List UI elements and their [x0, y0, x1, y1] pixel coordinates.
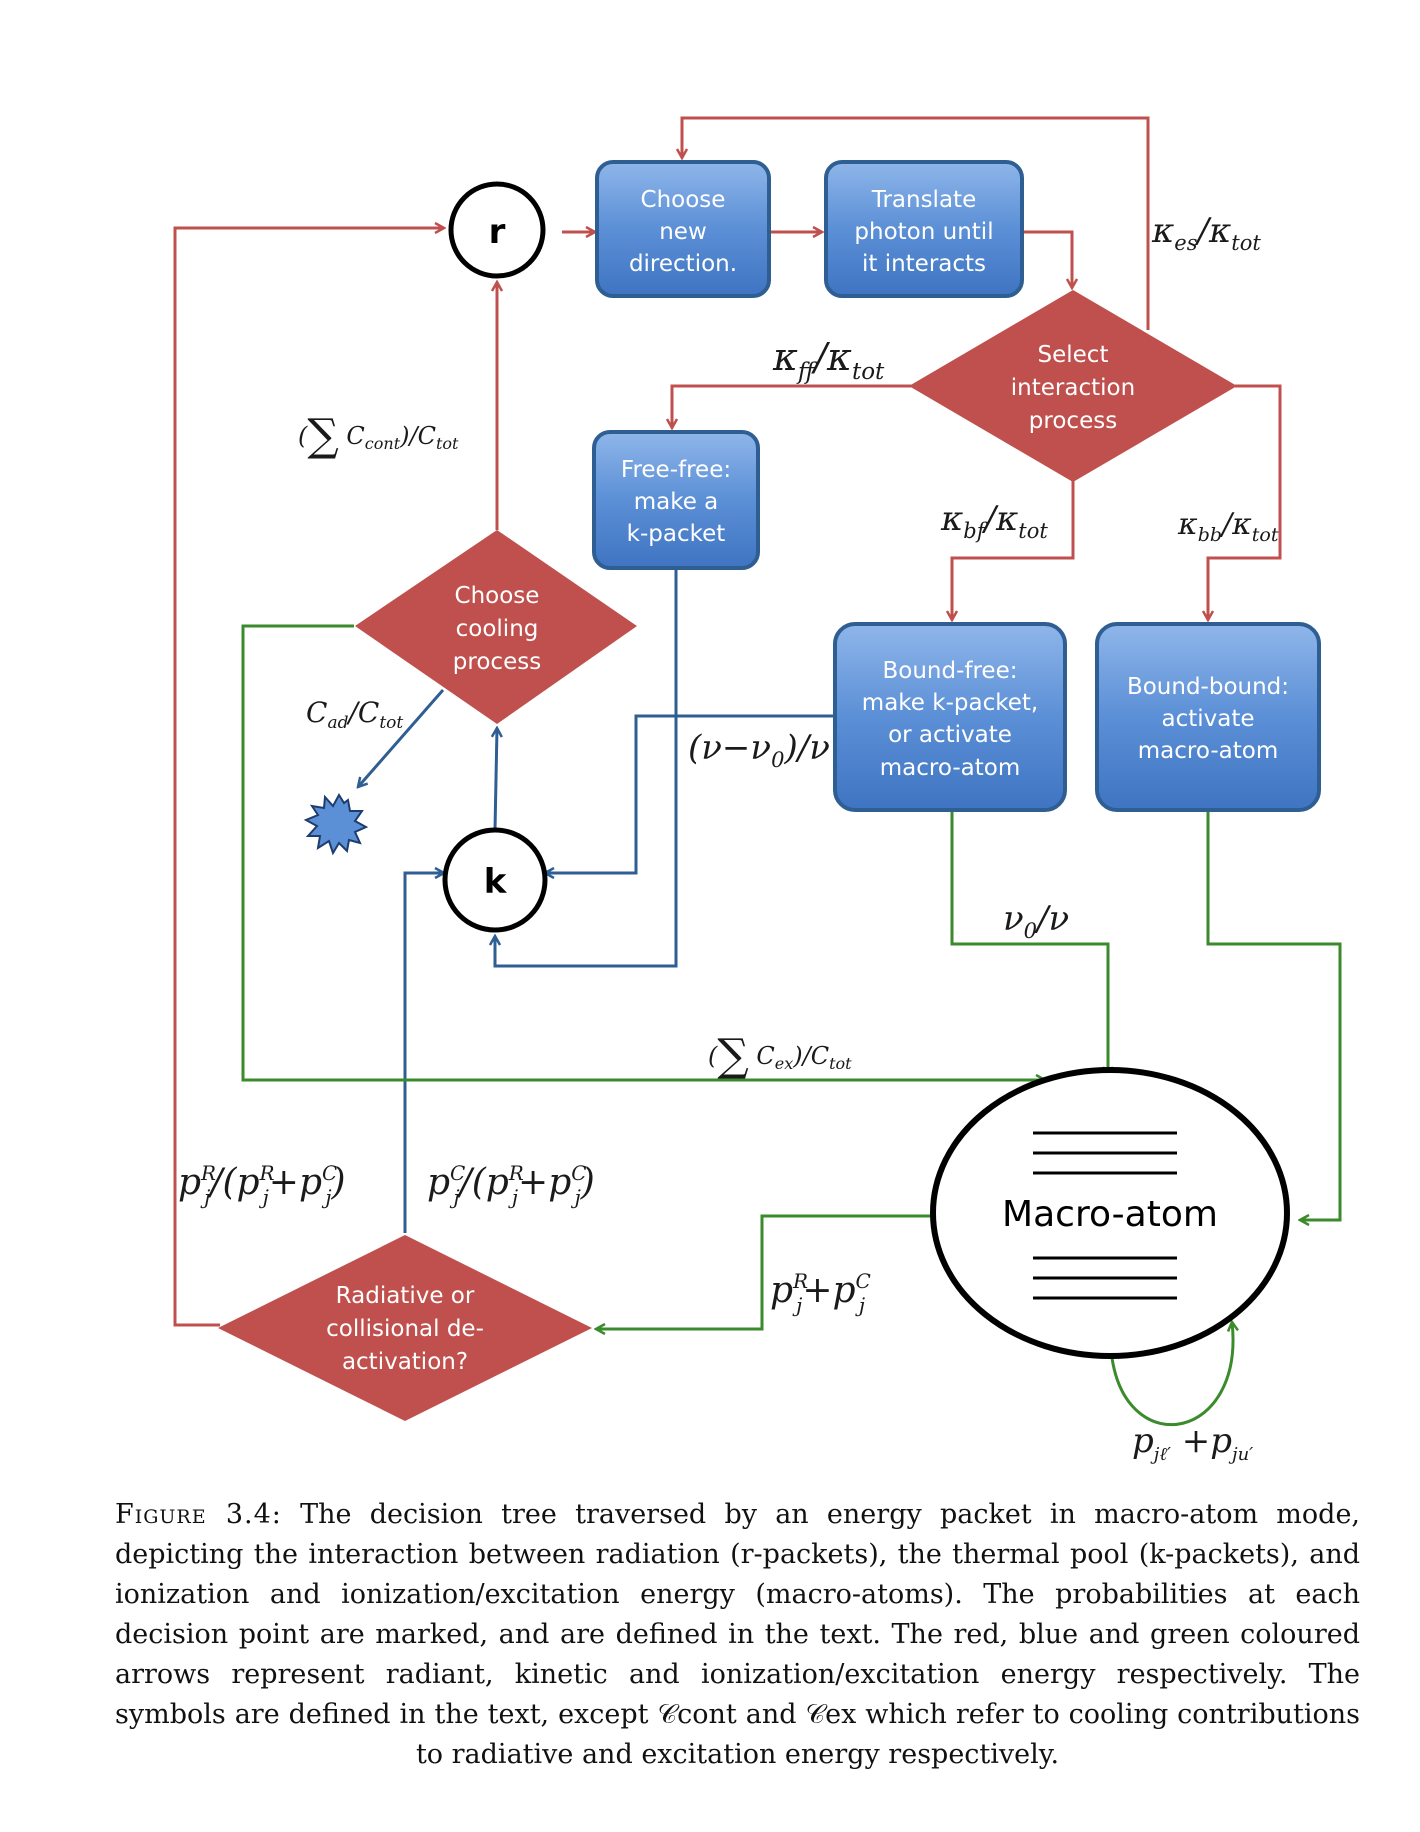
label-sum-ccont: (∑ Ccont)/Ctot	[298, 410, 459, 461]
adiabatic-loss-star-icon	[303, 793, 369, 856]
choose-direction-box: Choose new direction.	[595, 160, 771, 298]
label-kappa-es: κes/κtot	[1151, 211, 1261, 255]
radiative-collisional-line-3: activation?	[342, 1349, 468, 1375]
arrow-macro-atom-self-loop	[1110, 1322, 1233, 1427]
radiative-collisional-diamond: Radiative or collisional de- activation?	[218, 1235, 592, 1421]
arrow-select-to-bound-bound	[1208, 384, 1282, 620]
arrow-bound-bound-to-macro-atom	[1206, 812, 1342, 1220]
choose-direction-line-1: Choose	[641, 187, 726, 213]
arrow-cooling-to-adiabatic	[358, 689, 445, 787]
arrow-cooling-to-macro-atom	[241, 624, 1045, 1080]
bound-free-line-3: or activate	[888, 722, 1012, 748]
bound-bound-line-2: activate	[1161, 706, 1254, 732]
bound-bound-line-1: Bound-bound:	[1127, 674, 1289, 700]
choose-cooling-line-3: process	[453, 649, 541, 675]
label-kappa-bb: κbb/κtot	[1177, 507, 1279, 546]
arrow-free-free-to-k	[495, 568, 678, 968]
r-node-label: r	[489, 212, 506, 252]
radiant-arrows	[173, 116, 1282, 1327]
radiative-collisional-line-2: collisional de-	[326, 1316, 484, 1342]
label-sum-cex: (∑ Cex)/Ctot	[708, 1030, 852, 1081]
arrow-translate-to-select	[1022, 230, 1072, 288]
label-c-ad: Cad/Ctot	[306, 696, 403, 733]
macro-atom-label: Macro-atom	[1002, 1194, 1218, 1235]
select-interaction-line-3: process	[1029, 408, 1117, 434]
bound-bound-line-3: macro-atom	[1138, 738, 1278, 764]
macro-atom-node: Macro-atom	[930, 1067, 1290, 1359]
choose-cooling-diamond: Choose cooling process	[355, 530, 637, 724]
free-free-box: Free-free: make a k-packet	[592, 430, 760, 570]
arrow-radiative-to-r	[173, 228, 444, 1327]
arrow-k-to-cooling	[495, 728, 497, 831]
choose-direction-line-2: new	[659, 219, 707, 245]
translate-photon-line-3: it interacts	[862, 251, 986, 277]
bound-free-line-1: Bound-free:	[882, 658, 1017, 684]
k-packet-node: k	[442, 827, 548, 933]
choose-cooling-line-1: Choose	[455, 583, 540, 609]
bound-free-box: Bound-free: make k-packet, or activate m…	[833, 622, 1067, 812]
arrow-select-to-free-free	[672, 384, 912, 428]
r-packet-node: r	[448, 181, 546, 279]
label-nu-minus-nu0: (ν−ν0)/ν	[688, 728, 830, 772]
free-free-line-1: Free-free:	[621, 457, 731, 483]
select-interaction-line-1: Select	[1038, 342, 1109, 368]
label-kappa-bf: κbf/κtot	[940, 499, 1048, 543]
macro-atom-decision-tree: Choose new direction. Translate photon u…	[173, 116, 1342, 1465]
translate-photon-box: Translate photon until it interacts	[824, 160, 1024, 298]
figure-label: Figure 3.4:	[115, 1499, 282, 1530]
choose-direction-line-3: direction.	[629, 251, 737, 277]
translate-photon-line-1: Translate	[871, 187, 976, 213]
free-free-line-3: k-packet	[627, 521, 726, 547]
bound-free-line-4: macro-atom	[880, 755, 1020, 781]
bound-free-line-2: make k-packet,	[862, 690, 1038, 716]
figure-caption: Figure 3.4: The decision tree traversed …	[115, 1495, 1360, 1775]
figure-caption-text: The decision tree traversed by an energy…	[115, 1499, 1361, 1770]
translate-photon-line-2: photon until	[854, 219, 993, 245]
select-interaction-diamond: Select interaction process	[909, 290, 1237, 482]
arrow-bound-free-to-k	[545, 714, 835, 873]
radiative-collisional-line-1: Radiative or	[336, 1283, 475, 1309]
select-interaction-line-2: interaction	[1011, 375, 1135, 401]
label-kappa-ff: κff/κtot	[772, 335, 885, 385]
bound-bound-box: Bound-bound: activate macro-atom	[1095, 622, 1321, 812]
arrow-bound-free-to-macro-atom	[950, 812, 1108, 1076]
kinetic-arrows	[358, 568, 835, 1233]
arrow-radiative-to-k	[403, 873, 444, 1233]
choose-cooling-line-2: cooling	[456, 616, 539, 642]
free-free-line-2: make a	[634, 489, 719, 515]
arrow-macro-atom-to-radiative	[596, 1214, 932, 1329]
energy-level-lines	[1033, 1131, 1177, 1300]
label-nu0-over-nu: ν0/ν	[1003, 899, 1069, 943]
arrow-electron-scatter-loop	[682, 116, 1150, 330]
arrow-select-to-bound-free	[952, 480, 1075, 620]
k-node-label: k	[484, 862, 508, 902]
excitation-arrows	[241, 624, 1342, 1427]
label-p-internal: pjℓ′ +pju′	[1132, 1421, 1253, 1465]
